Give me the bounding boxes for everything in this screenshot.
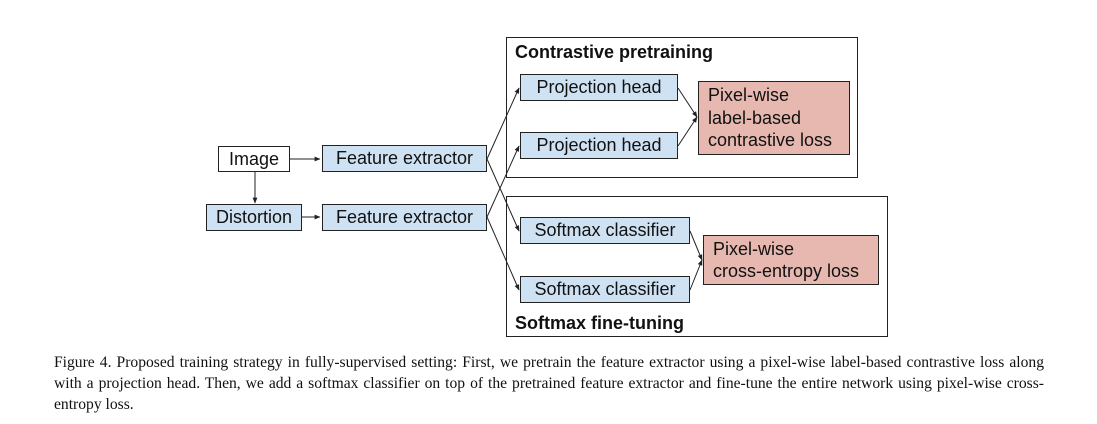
contrastive-loss-label: Pixel-wise label-based contrastive loss <box>708 84 832 152</box>
cross-entropy-loss-line-2: cross-entropy loss <box>713 261 860 281</box>
contrastive-loss-line-2: label-based <box>708 107 802 128</box>
figure-caption: Figure 4. Proposed training strategy in … <box>54 354 1044 413</box>
distortion-node: Distortion <box>206 204 302 231</box>
cross-entropy-loss-label: Pixel-wise cross-entropy loss <box>713 238 859 283</box>
image-node: Image <box>218 146 290 172</box>
contrastive-loss-line-3: contrastive loss <box>708 130 833 151</box>
cross-entropy-loss-node: Pixel-wise cross-entropy loss <box>703 235 879 285</box>
contrastive-loss-node: Pixel-wise label-based contrastive loss <box>698 81 850 155</box>
projection-head-1: Projection head <box>520 74 678 101</box>
softmax-finetuning-title: Softmax fine-tuning <box>515 313 684 333</box>
cross-entropy-loss-line-1: Pixel-wise <box>713 238 795 259</box>
softmax-classifier-2: Softmax classifier <box>520 276 690 303</box>
contrastive-loss-line-1: Pixel-wise <box>708 85 790 106</box>
softmax-classifier-1: Softmax classifier <box>520 217 690 244</box>
projection-head-2: Projection head <box>520 132 678 159</box>
feature-extractor-bottom: Feature extractor <box>322 204 487 231</box>
contrastive-pretraining-title: Contrastive pretraining <box>515 42 714 62</box>
feature-extractor-top: Feature extractor <box>322 145 487 172</box>
